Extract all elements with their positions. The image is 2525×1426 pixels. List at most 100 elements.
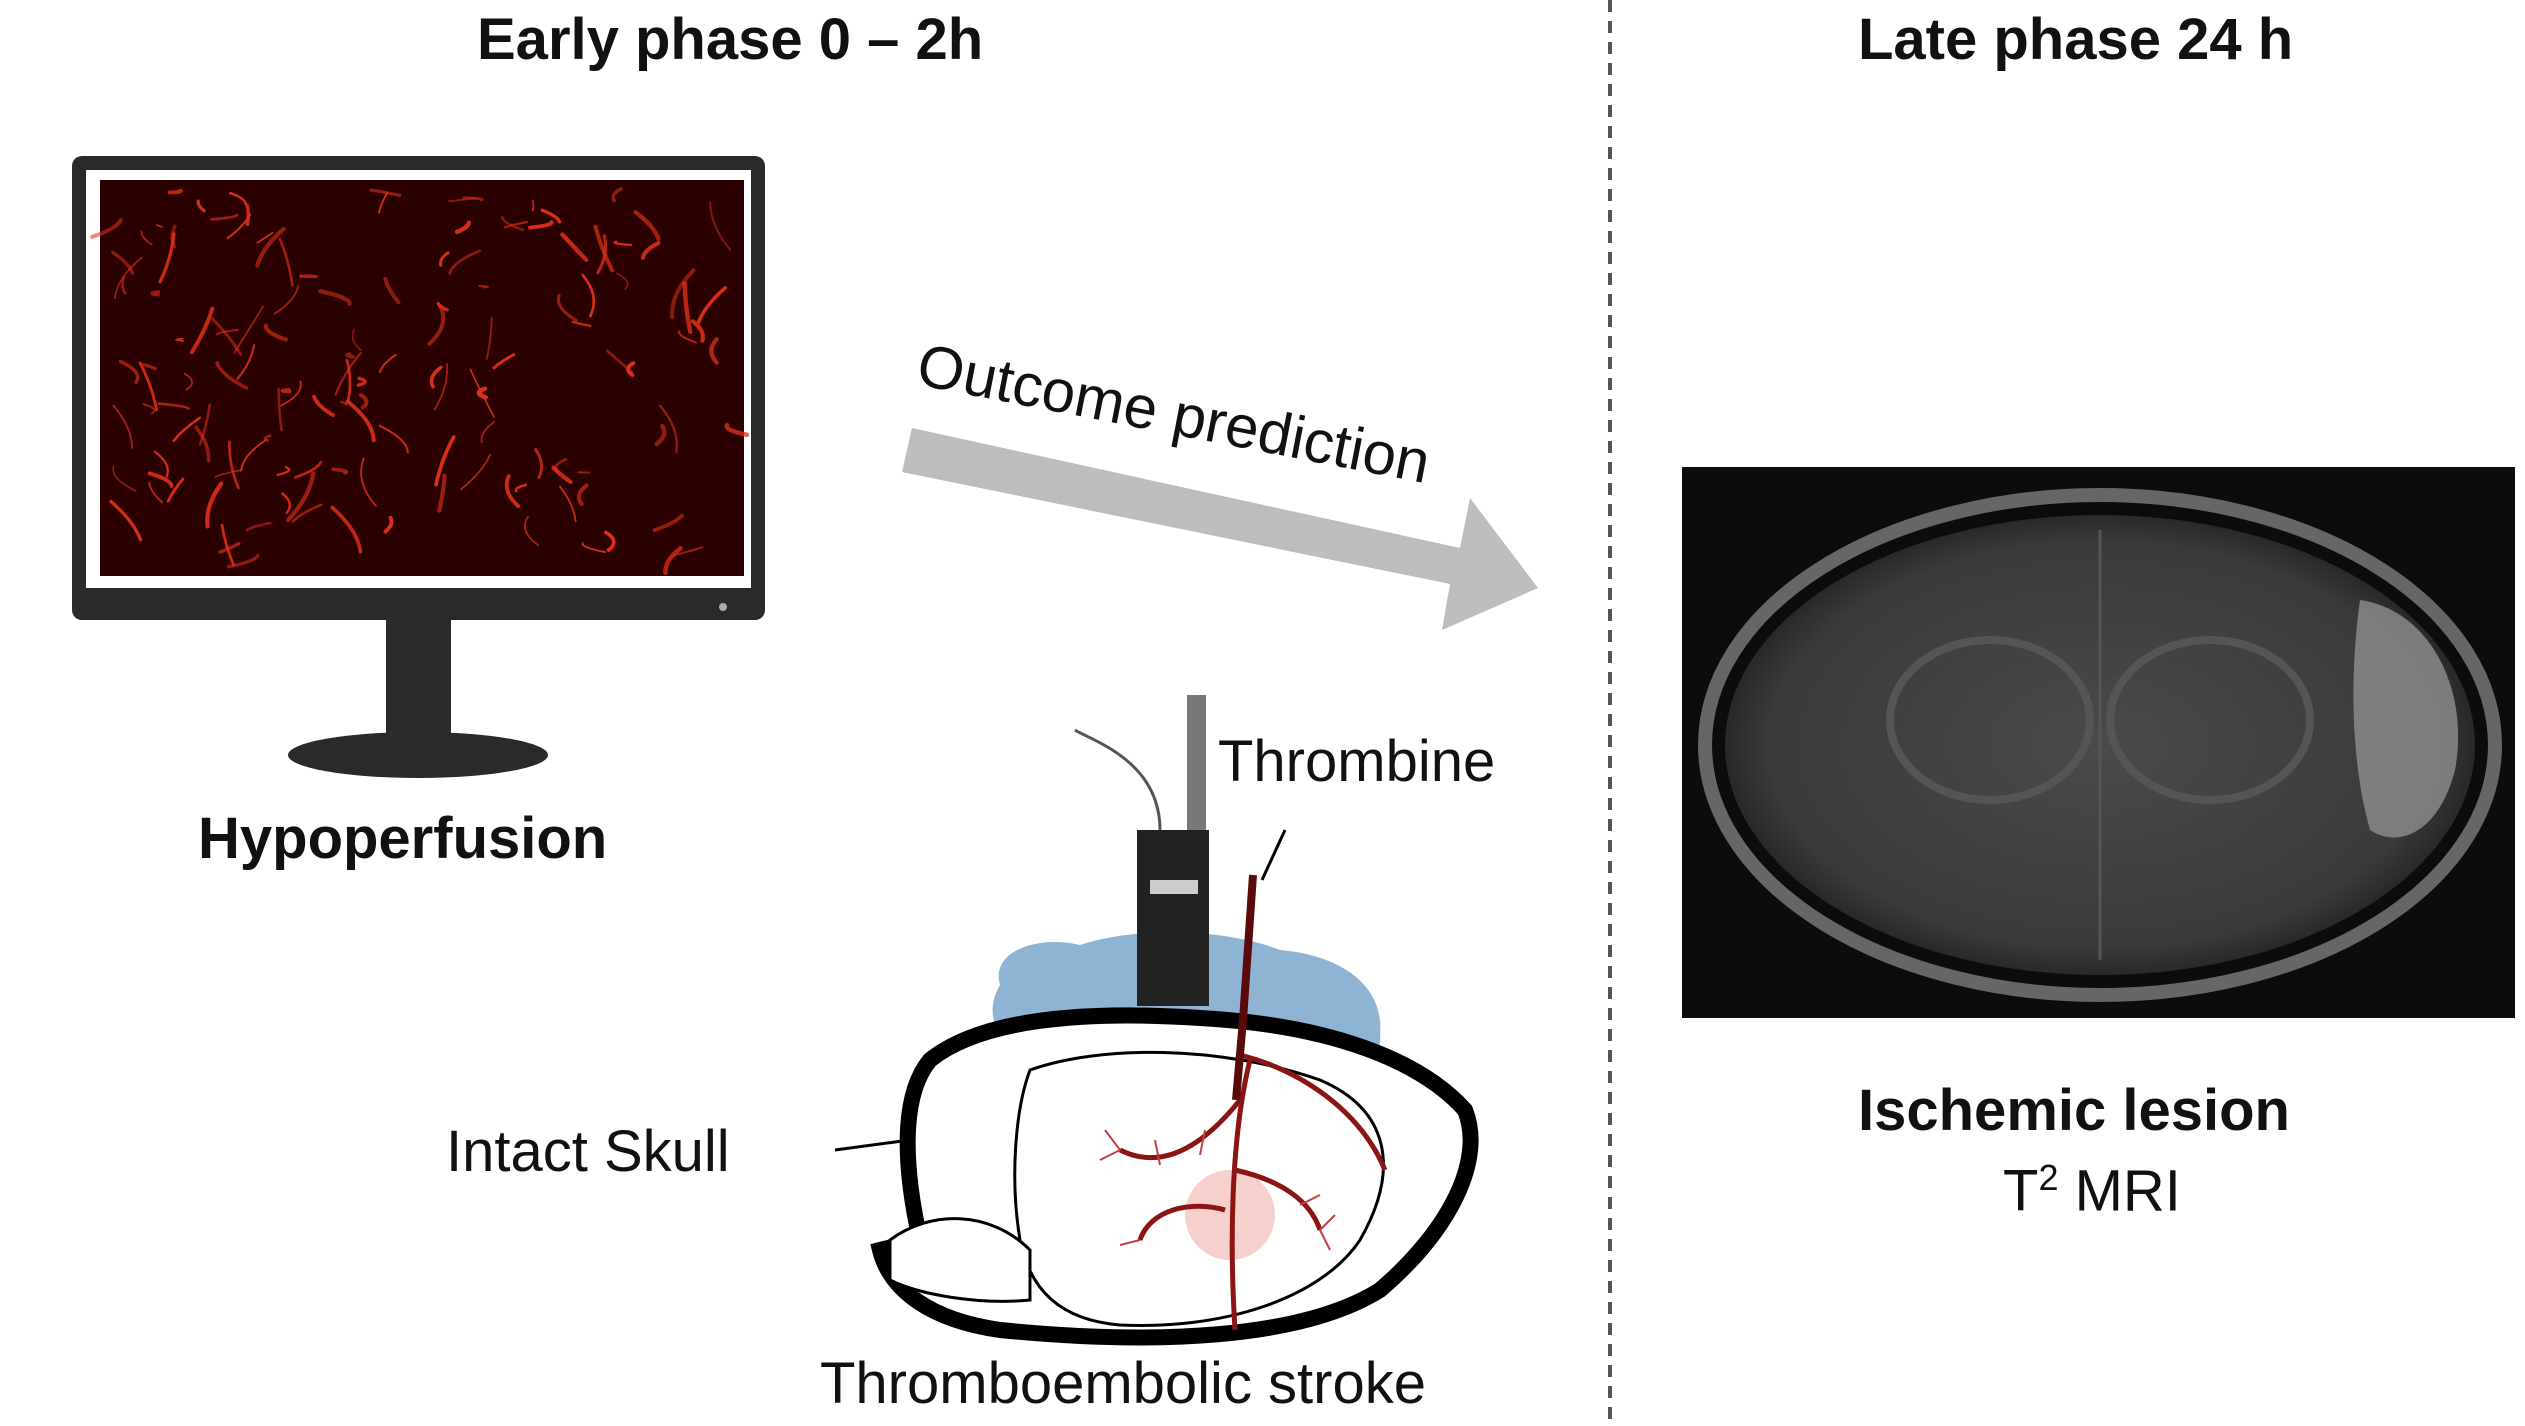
- vessel-mark: [330, 505, 363, 554]
- vessel-mark: [460, 453, 491, 491]
- vessel-mark: [215, 361, 249, 390]
- mri-rest: MRI: [2058, 1158, 2181, 1224]
- vessel-mark: [339, 401, 348, 407]
- vessel-mark: [334, 352, 362, 396]
- vessel-mark: [504, 474, 521, 509]
- vessel-mark: [240, 439, 267, 472]
- vessel-mark: [318, 289, 352, 306]
- vessel-mark: [273, 284, 300, 315]
- vessel-mark: [183, 372, 193, 391]
- vessel-mark: [604, 530, 616, 553]
- vessel-mark: [359, 393, 369, 410]
- vessel-mark: [478, 284, 489, 289]
- vessel-mark: [724, 422, 750, 438]
- vessel-mark: [571, 320, 592, 327]
- mri-t: T: [2003, 1158, 2039, 1224]
- vessel-mark: [167, 188, 184, 195]
- vessel-mark: [256, 231, 274, 244]
- vessel-mark: [462, 196, 484, 202]
- vessel-mark: [276, 466, 291, 477]
- vessel-mark: [429, 365, 443, 389]
- vessel-mark: [503, 221, 529, 229]
- vessel-mark: [148, 481, 164, 504]
- early-phase-title: Early phase 0 – 2h: [477, 7, 984, 72]
- vessel-mark: [215, 328, 239, 336]
- mouse-brain-illustration: [834, 695, 1479, 1346]
- vessel-mark: [157, 402, 190, 410]
- vessel-mark: [670, 268, 696, 320]
- vessel-mark: [236, 344, 256, 380]
- thromboembolic-stroke-label: Thromboembolic stroke: [820, 1351, 1426, 1416]
- vessel-mark: [559, 485, 577, 523]
- vessel-mark: [142, 363, 158, 371]
- vessel-mark: [294, 460, 322, 479]
- vessel-mark: [709, 337, 719, 365]
- vessel-mark: [121, 275, 127, 295]
- vessel-mark: [214, 469, 243, 478]
- vessel-mark: [677, 330, 698, 344]
- vessel-mark: [113, 256, 143, 300]
- vessel-mark: [147, 471, 174, 488]
- vessel-mark: [245, 521, 272, 532]
- vessel-mark: [158, 232, 176, 284]
- hypoperfusion-image: [90, 187, 750, 576]
- vessel-mark: [286, 471, 316, 523]
- vessel-mark: [175, 337, 185, 342]
- late-phase-title: Late phase 24 h: [1858, 7, 2294, 72]
- vessel-mark: [682, 281, 693, 334]
- vessel-mark: [652, 513, 684, 533]
- vessel-mark: [229, 191, 247, 205]
- vessel-mark: [492, 353, 516, 370]
- vessel-mark: [263, 434, 272, 442]
- vessel-mark: [454, 220, 472, 235]
- vessel-mark: [658, 404, 678, 454]
- vessel-mark: [112, 465, 137, 492]
- vessel-mark: [531, 199, 535, 212]
- vessel-mark: [534, 447, 543, 479]
- vessel-mark: [690, 319, 705, 343]
- vessel-mark: [523, 515, 539, 546]
- vessel-mark: [153, 450, 169, 478]
- vessel-mark: [345, 399, 376, 443]
- vessel-mark: [540, 208, 562, 224]
- vessel-mark: [369, 188, 402, 197]
- vessel-mark: [172, 416, 202, 443]
- vessel-mark: [218, 541, 241, 554]
- vessel-mark: [205, 481, 224, 529]
- vessel-mark: [194, 425, 211, 463]
- vessel-mark: [709, 201, 732, 251]
- vessel-mark: [378, 424, 409, 454]
- vessel-mark: [480, 421, 495, 444]
- vessel-mark: [633, 210, 661, 241]
- vessel-mark: [556, 293, 578, 322]
- ischemic-lesion-label: Ischemic lesion: [1858, 1078, 2290, 1143]
- monitor-icon: [72, 156, 765, 778]
- vessel-mark: [560, 232, 589, 262]
- vessel-mark: [228, 440, 240, 490]
- vessel-mark: [427, 304, 446, 346]
- vessel-mark: [439, 251, 450, 267]
- mri-image: [1682, 467, 2515, 1018]
- vessel-mark: [198, 403, 211, 446]
- vessel-mark: [112, 404, 134, 449]
- vessel-mark: [220, 523, 235, 567]
- vessel-mark: [434, 435, 456, 487]
- vessel-mark: [280, 380, 302, 407]
- vessel-mark: [696, 286, 728, 324]
- vessel-mark: [383, 276, 401, 305]
- vessel-mark: [501, 215, 525, 232]
- vessel-mark: [356, 376, 367, 387]
- vessel-mark: [90, 218, 123, 239]
- vessel-mark: [611, 187, 623, 203]
- vessel-mark: [616, 272, 629, 290]
- vessel-mark: [312, 394, 335, 418]
- vessel-mark: [593, 224, 615, 273]
- vessel-mark: [210, 316, 243, 356]
- vessel-mark: [226, 553, 260, 569]
- vessel-mark: [111, 250, 135, 275]
- vessel-mark: [433, 363, 449, 411]
- vessel-mark: [345, 358, 352, 403]
- vessel-mark: [581, 273, 596, 318]
- vessel-mark: [189, 306, 215, 355]
- vessel-mark: [626, 361, 636, 377]
